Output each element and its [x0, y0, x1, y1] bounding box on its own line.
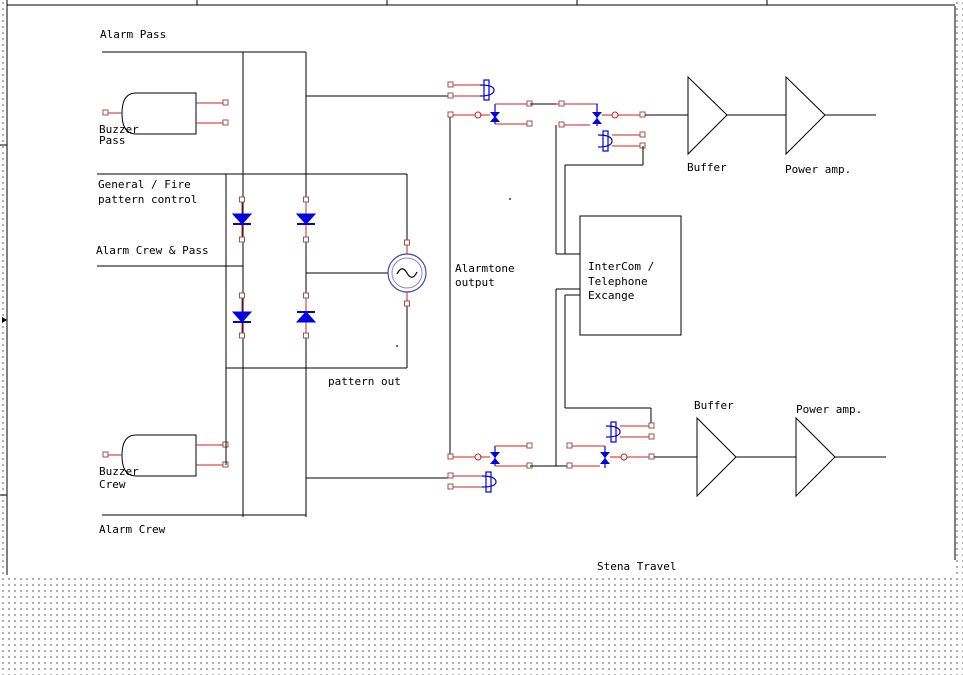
label-buzzer-crew-line1: Buzzer	[99, 465, 139, 478]
stray-dot	[509, 198, 511, 200]
label-footer: Stena Travel	[597, 560, 676, 573]
label-buzzer-pass-line1: Buzzer	[99, 123, 139, 136]
label-buffer-top: Buffer	[687, 161, 727, 174]
input-bus-wiring	[97, 51, 450, 517]
label-alarmtone-line1: Alarmtone	[455, 262, 515, 275]
label-intercom-line2: Telephone	[588, 275, 648, 288]
label-general-fire-line2: pattern control	[98, 193, 197, 206]
buzzer-pass-gate	[102, 92, 229, 135]
left-margin-arrow	[2, 317, 7, 323]
diode-matrix	[231, 196, 317, 339]
title-block-ticks	[0, 0, 768, 496]
label-buzzer-crew-line2: Crew	[99, 478, 126, 491]
label-intercom-line3: Excange	[588, 289, 634, 302]
tone-generator	[387, 239, 427, 307]
label-pattern-out: pattern out	[328, 375, 401, 388]
label-intercom-line1: InterCom /	[588, 260, 654, 273]
footer-white-area	[590, 558, 680, 576]
label-alarm-crew: Alarm Crew	[99, 523, 166, 536]
label-general-fire-line1: General / Fire	[98, 178, 191, 191]
label-power-amp-bottom: Power amp.	[796, 403, 862, 416]
label-buzzer-pass-line2: Pass	[99, 134, 126, 147]
label-alarm-crew-pass: Alarm Crew & Pass	[96, 244, 209, 257]
label-buffer-bottom: Buffer	[694, 399, 734, 412]
label-alarm-pass: Alarm Pass	[100, 28, 166, 41]
bottom-relay-section	[447, 421, 697, 493]
intercom-exchange	[555, 215, 682, 466]
label-power-amp-top: Power amp.	[785, 163, 851, 176]
label-alarmtone-line2: output	[455, 276, 495, 289]
stray-dot	[396, 345, 398, 347]
top-amplifier-chain	[687, 75, 876, 156]
bottom-amplifier-chain	[696, 416, 886, 498]
top-relay-section	[447, 79, 688, 255]
